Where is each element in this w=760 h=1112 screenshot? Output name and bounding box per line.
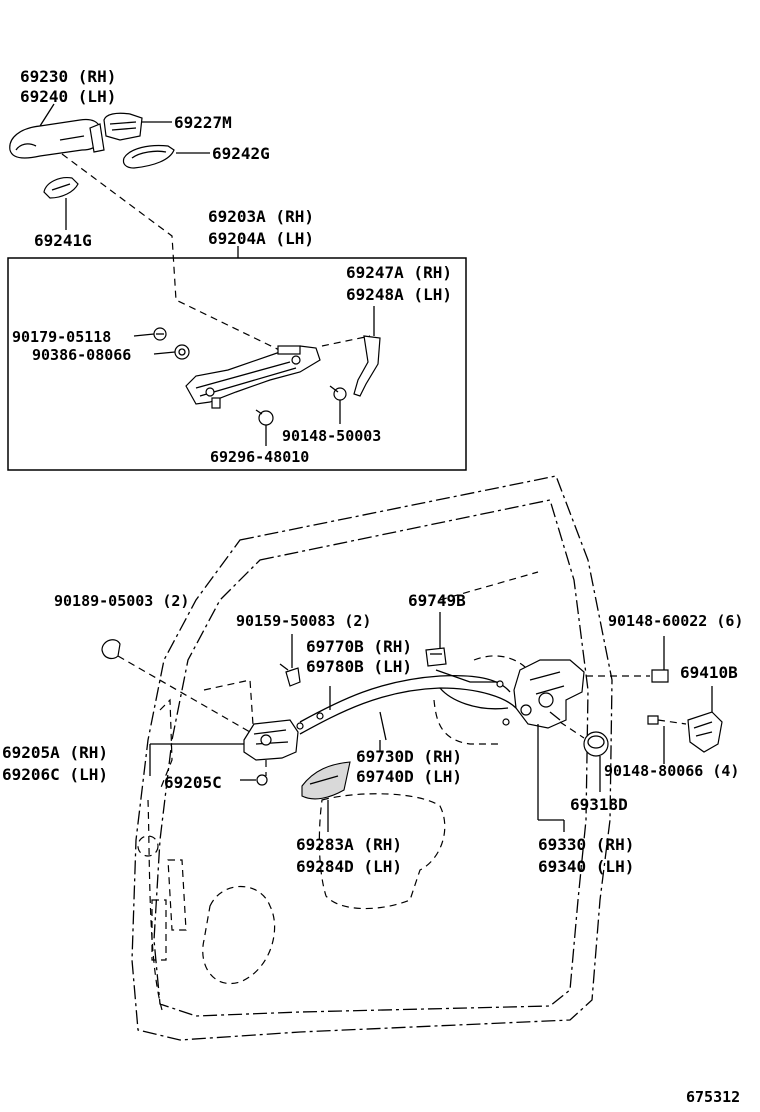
label-nut-08066: 90386-08066 — [32, 346, 131, 364]
door-lock — [513, 659, 585, 729]
label-part-69749b: 69749B — [408, 591, 466, 610]
door-outline — [131, 475, 613, 1041]
label-bolt-48010: 69296-48010 — [210, 448, 309, 466]
handle-pad-a — [122, 144, 175, 169]
label-cable-lh: 69780B (LH) — [306, 657, 412, 676]
label-lock-rh: 69330 (RH) — [538, 835, 634, 854]
outside-handle — [9, 118, 105, 159]
label-inner-c: 69205C — [164, 773, 222, 792]
label-rod-lh: 69248A (LH) — [346, 285, 452, 304]
label-handle-lh: 69240 (LH) — [20, 87, 116, 106]
label-pad-a: 69242G — [212, 144, 270, 163]
handle-pad-b — [43, 177, 79, 199]
pad-69283a — [301, 761, 351, 800]
label-cover-69318d: 69318D — [570, 795, 628, 814]
screw-50083 — [279, 663, 301, 687]
part-69749b — [425, 647, 447, 667]
label-frame-rh: 69203A (RH) — [208, 207, 314, 226]
label-screw-50003: 90148-50003 — [282, 427, 381, 445]
striker — [687, 711, 723, 753]
cover-69318d — [583, 731, 609, 757]
screw-50003 — [329, 385, 347, 401]
nut-08066 — [174, 344, 190, 360]
frame-assembly-box — [7, 257, 467, 471]
handle-frame — [185, 345, 321, 409]
label-inner-lh: 69206C (LH) — [2, 765, 108, 784]
label-clip-05003: 90189-05003 (2) — [54, 592, 189, 610]
label-bolt-05118: 90179-05118 — [12, 328, 111, 346]
label-pad-rh: 69283A (RH) — [296, 835, 402, 854]
handle-cover — [103, 112, 143, 141]
clip-05003 — [101, 639, 121, 660]
label-screw-80066: 90148-80066 (4) — [604, 762, 739, 780]
bolt-48010 — [255, 409, 274, 426]
screw-80066 — [647, 715, 687, 725]
figure-number: 675312 — [686, 1088, 740, 1106]
label-frame-lh: 69204A (LH) — [208, 229, 314, 248]
bolt-05118 — [153, 327, 167, 341]
label-screw-50083: 90159-50083 (2) — [236, 612, 371, 630]
screw-60022 — [651, 669, 669, 683]
label-screw-60022: 90148-60022 (6) — [608, 612, 743, 630]
label-pad-b: 69241G — [34, 231, 92, 250]
inside-handle — [243, 719, 299, 786]
rod — [321, 335, 381, 397]
label-cable2-lh: 69740D (LH) — [356, 767, 462, 786]
label-cable-rh: 69770B (RH) — [306, 637, 412, 656]
label-lock-lh: 69340 (LH) — [538, 857, 634, 876]
cables — [296, 669, 517, 741]
label-handle-rh: 69230 (RH) — [20, 67, 116, 86]
label-rod-rh: 69247A (RH) — [346, 263, 452, 282]
label-pad-lh: 69284D (LH) — [296, 857, 402, 876]
label-cable2-rh: 69730D (RH) — [356, 747, 462, 766]
label-cover: 69227M — [174, 113, 232, 132]
label-inner-rh: 69205A (RH) — [2, 743, 108, 762]
label-striker: 69410B — [680, 663, 738, 682]
